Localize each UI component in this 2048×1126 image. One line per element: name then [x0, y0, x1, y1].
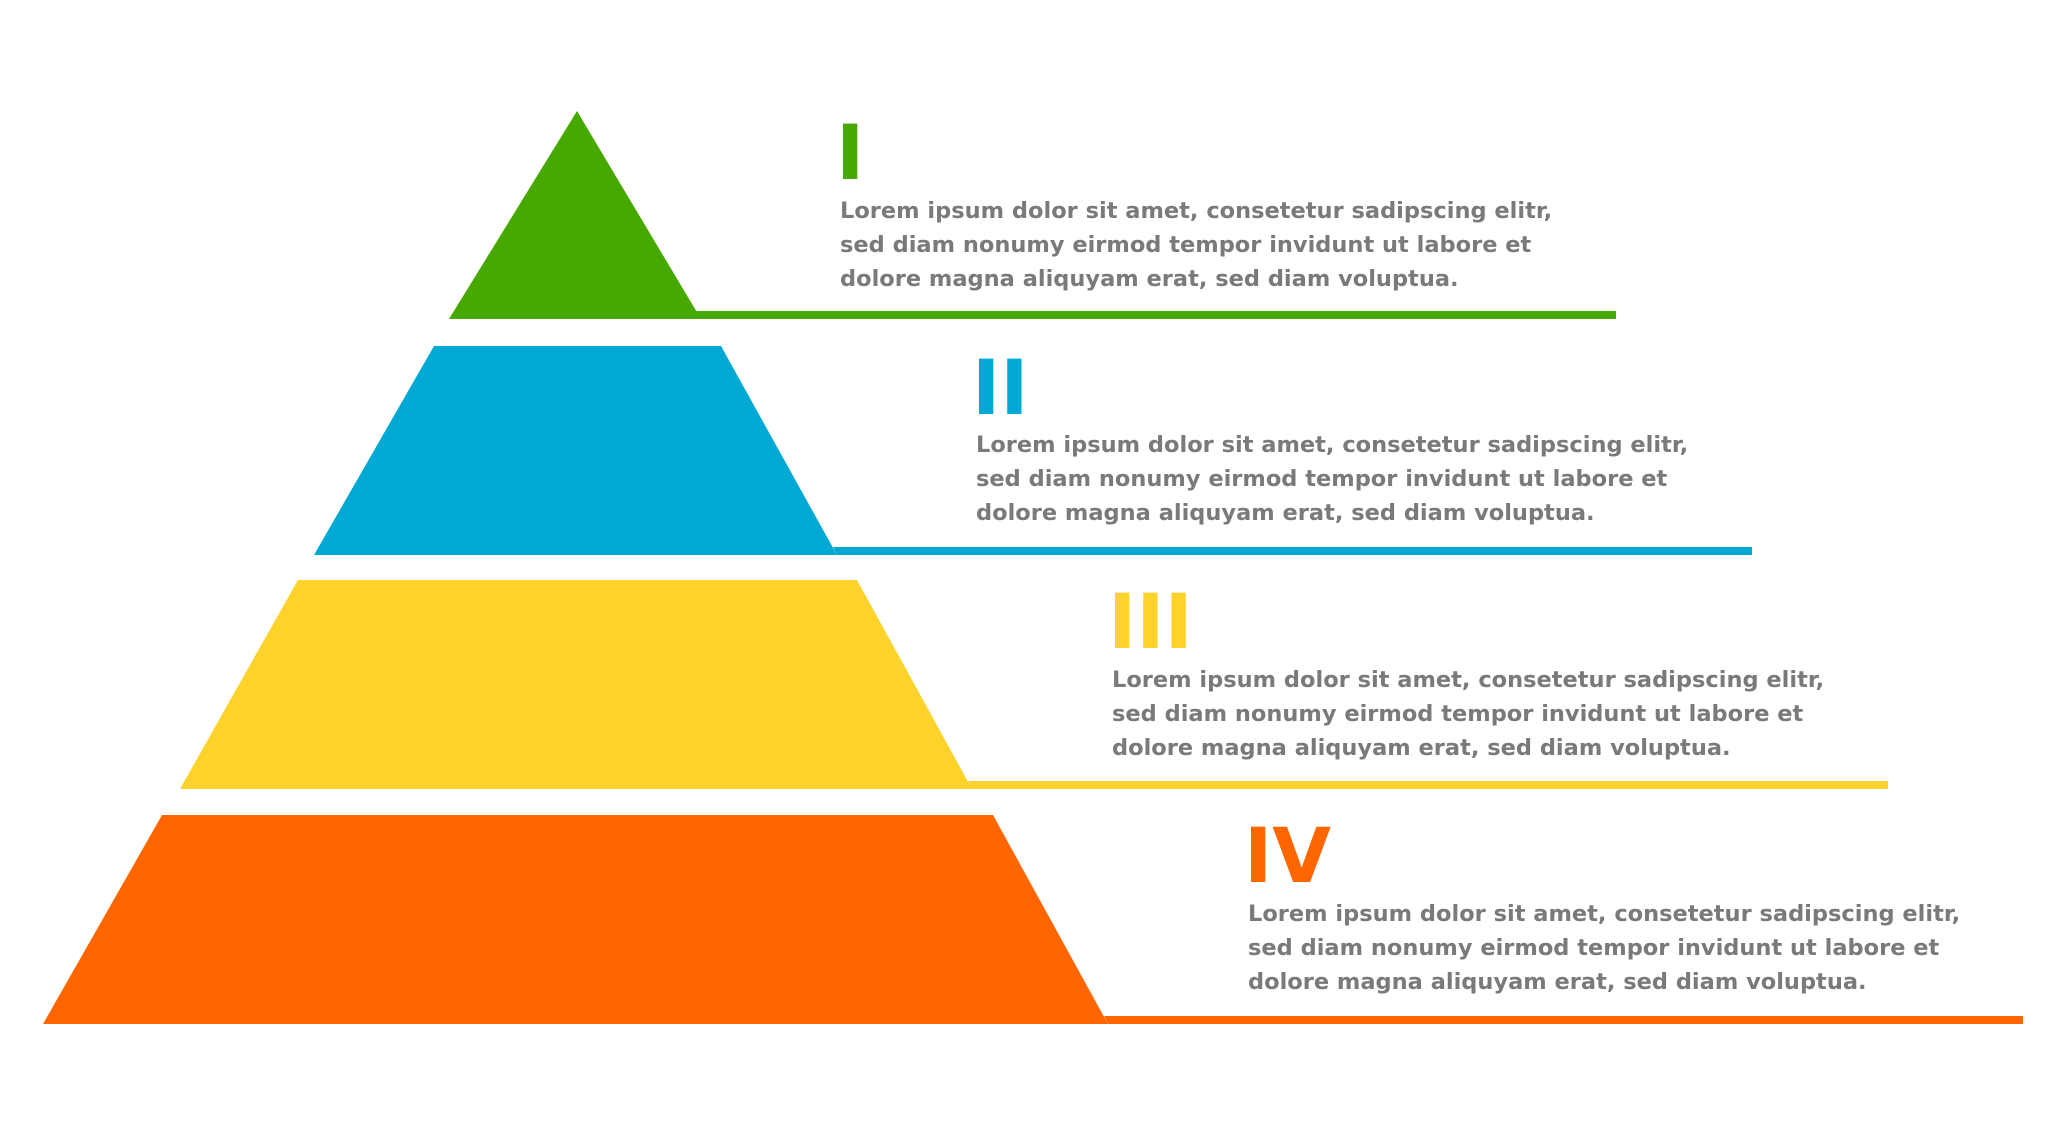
level-4-line-1: Lorem ipsum dolor sit amet, consetetur s… — [1248, 901, 1961, 927]
connector-line-2 — [833, 547, 1752, 555]
pyramid-tier-2 — [314, 346, 837, 555]
connector-line-1 — [690, 311, 1616, 319]
pyramid-tier-4 — [43, 815, 1108, 1024]
level-1-numeral: I — [836, 108, 865, 197]
level-4-line-2: sed diam nonumy eirmod tempor invidunt u… — [1248, 935, 1940, 961]
level-3-line-3: dolore magna aliquyam erat, sed diam vol… — [1112, 735, 1731, 761]
level-3-line-2: sed diam nonumy eirmod tempor invidunt u… — [1112, 701, 1804, 727]
level-2-description: Lorem ipsum dolor sit amet, consetetur s… — [976, 428, 1688, 530]
level-2-line-3: dolore magna aliquyam erat, sed diam vol… — [976, 500, 1595, 526]
level-3-line-1: Lorem ipsum dolor sit amet, consetetur s… — [1112, 667, 1825, 693]
connector-line-3 — [968, 781, 1888, 789]
level-1-line-1: Lorem ipsum dolor sit amet, consetetur s… — [840, 198, 1553, 224]
level-4-line-3: dolore magna aliquyam erat, sed diam vol… — [1248, 969, 1867, 995]
level-1-line-3: dolore magna aliquyam erat, sed diam vol… — [840, 266, 1459, 292]
level-3-description: Lorem ipsum dolor sit amet, consetetur s… — [1112, 663, 1824, 765]
level-2-line-1: Lorem ipsum dolor sit amet, consetetur s… — [976, 432, 1689, 458]
level-4-description: Lorem ipsum dolor sit amet, consetetur s… — [1248, 897, 1960, 999]
level-1-line-2: sed diam nonumy eirmod tempor invidunt u… — [840, 232, 1532, 258]
pyramid-tier-1 — [449, 111, 701, 319]
level-2-numeral: II — [972, 343, 1029, 432]
pyramid-tier-3 — [180, 580, 972, 789]
level-4-numeral: IV — [1244, 811, 1332, 900]
level-2-line-2: sed diam nonumy eirmod tempor invidunt u… — [976, 466, 1668, 492]
level-1-description: Lorem ipsum dolor sit amet, consetetur s… — [840, 194, 1552, 296]
level-3-numeral: III — [1108, 577, 1193, 666]
connector-line-4 — [1104, 1016, 2023, 1024]
